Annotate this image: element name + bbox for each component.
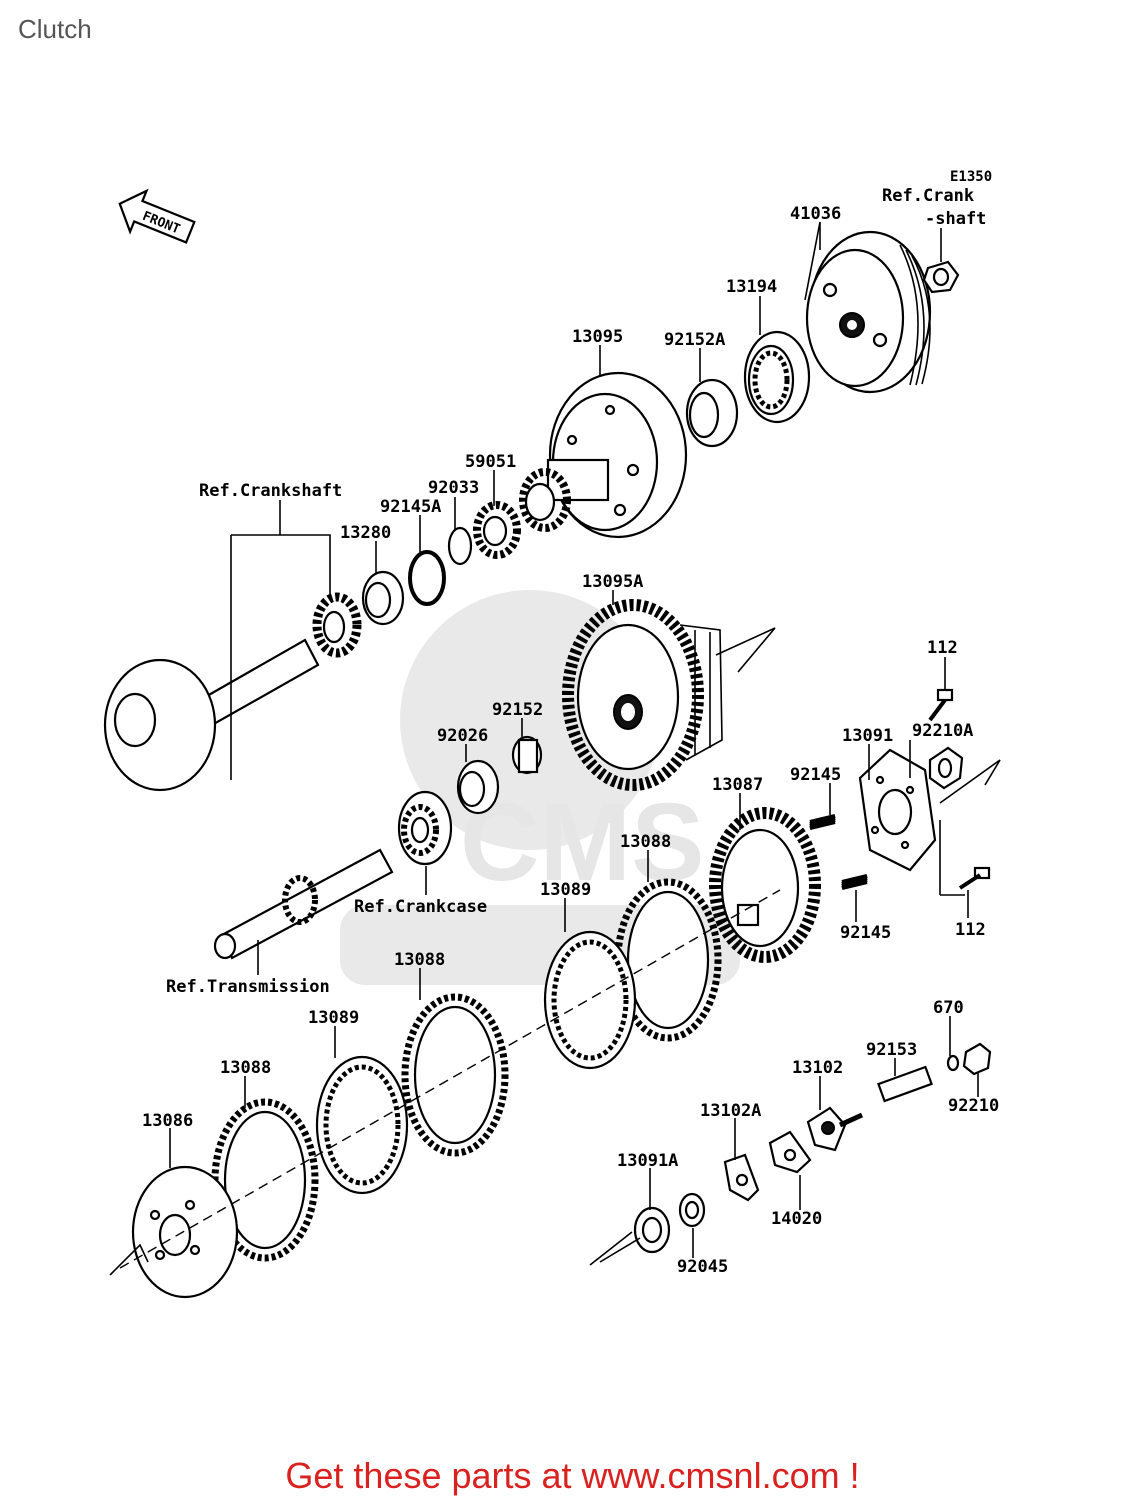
label-92045: 92045 <box>677 1257 728 1277</box>
label-13091A: 13091A <box>617 1151 678 1171</box>
page-title: Clutch <box>18 14 92 44</box>
part-92152A-bushing <box>685 378 739 448</box>
front-arrow-icon: FRONT <box>118 188 196 244</box>
label-13089-b: 13089 <box>308 1008 359 1028</box>
part-13095A-clutch-housing <box>562 599 723 791</box>
label-13088-b: 13088 <box>394 950 445 970</box>
label-41036: 41036 <box>790 204 841 224</box>
part-92210-nut <box>962 1042 992 1076</box>
leader-lines <box>109 221 1001 1276</box>
label-13194: 13194 <box>726 277 777 297</box>
part-92210A-nut <box>928 746 964 790</box>
label-13089-a: 13089 <box>540 880 591 900</box>
part-13088-friction-plate-a <box>614 878 722 1042</box>
ref-crankshaft-label: Ref.Crankshaft <box>199 481 342 501</box>
part-crankcase-bearing <box>397 790 453 866</box>
label-670: 670 <box>933 998 964 1018</box>
diagram-code: E1350 <box>950 169 992 185</box>
part-112-bolt-top <box>928 688 954 722</box>
svg-text:CMS: CMS <box>460 781 704 904</box>
label-13102A: 13102A <box>700 1101 761 1121</box>
part-670-washer <box>946 1054 960 1072</box>
label-92152A: 92152A <box>664 330 725 350</box>
part-13091-spring-plate <box>858 748 937 872</box>
label-13091: 13091 <box>842 726 893 746</box>
label-92210A: 92210A <box>912 721 973 741</box>
part-13087-clutch-hub <box>709 807 821 963</box>
label-13280: 13280 <box>340 523 391 543</box>
label-13088-c: 13088 <box>220 1058 271 1078</box>
part-92153-pushrod <box>877 1065 933 1103</box>
label-92145-bottom: 92145 <box>840 923 891 943</box>
part-41036-clutch-drum <box>805 230 932 394</box>
label-59051: 59051 <box>465 452 516 472</box>
part-92152-bushing <box>511 735 543 775</box>
part-92145A-ring <box>408 550 446 606</box>
label-92153: 92153 <box>866 1040 917 1060</box>
part-13095-gear-drum <box>546 371 688 539</box>
part-92026-spacer <box>456 759 500 815</box>
ref-crankshaft-top-label: Ref.Crank <box>882 186 974 206</box>
part-92145-spring-top <box>809 814 836 830</box>
ref-crankshaft-top-label-2: -shaft <box>925 209 986 229</box>
label-92145A: 92145A <box>380 497 441 517</box>
part-gear-small <box>519 468 571 532</box>
label-112-top: 112 <box>927 638 958 658</box>
part-transmission-shaft <box>213 848 394 960</box>
label-14020: 14020 <box>771 1209 822 1229</box>
part-13194-one-way-clutch <box>743 330 811 424</box>
label-13095A: 13095A <box>582 572 643 592</box>
parts-shop-link[interactable]: Get these parts at www.cmsnl.com ! <box>285 1455 860 1496</box>
label-13102: 13102 <box>792 1058 843 1078</box>
part-13088-friction-plate-b <box>401 993 509 1157</box>
part-13091A-seal <box>633 1206 671 1254</box>
ref-crankcase-label: Ref.Crankcase <box>354 897 487 917</box>
part-13102-cam <box>806 1106 864 1152</box>
part-14020-plate <box>768 1130 812 1174</box>
label-13095: 13095 <box>572 327 623 347</box>
part-crankshaft <box>103 592 362 792</box>
label-112-bottom: 112 <box>955 920 986 940</box>
label-92026: 92026 <box>437 726 488 746</box>
part-112-bolt-bottom <box>958 866 991 890</box>
part-13089-steel-plate-a <box>543 930 637 1070</box>
part-92033-circlip <box>447 526 473 566</box>
label-92145-top: 92145 <box>790 765 841 785</box>
ref-transmission-label: Ref.Transmission <box>166 977 330 997</box>
part-13088-friction-plate-c <box>211 1098 319 1262</box>
part-13089-steel-plate-b <box>315 1055 409 1195</box>
exploded-parts-diagram: CMS FRONT E1350 <box>103 169 1001 1299</box>
label-13086: 13086 <box>142 1111 193 1131</box>
part-crank-nut <box>922 260 960 294</box>
part-13280-collar <box>361 570 405 626</box>
label-13087: 13087 <box>712 775 763 795</box>
label-92033: 92033 <box>428 478 479 498</box>
label-92152: 92152 <box>492 700 543 720</box>
part-92145-spring-bottom <box>841 874 868 890</box>
part-13086-pressure-plate <box>131 1165 239 1299</box>
part-13102A-lever <box>723 1153 760 1202</box>
part-59051-gear <box>473 501 521 559</box>
label-92210: 92210 <box>948 1096 999 1116</box>
part-92045-bearing <box>678 1192 706 1228</box>
label-13088-a: 13088 <box>620 832 671 852</box>
